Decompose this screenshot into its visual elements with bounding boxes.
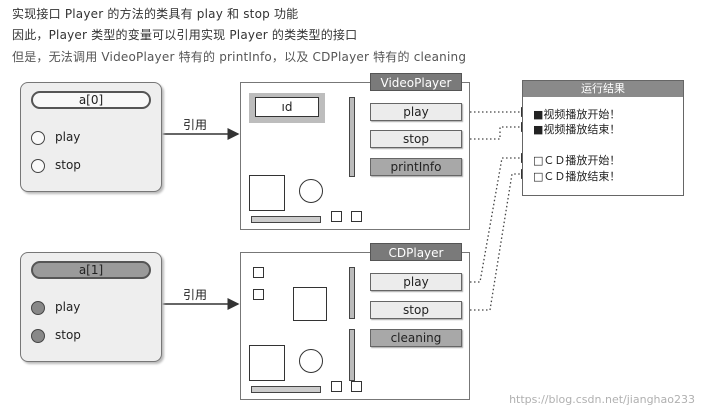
method-dot-stop — [31, 329, 45, 343]
method-label-play: play — [55, 300, 81, 314]
small-button-shape — [253, 289, 264, 300]
square-shape — [249, 345, 285, 381]
circle-shape — [299, 179, 323, 203]
result-line: □ＣＤ播放开始！ — [533, 154, 621, 167]
method-play: play — [370, 273, 462, 291]
small-button-shape — [351, 211, 362, 222]
small-button-shape — [351, 381, 362, 392]
output-line-cd-play — [462, 152, 532, 283]
small-button-shape — [331, 211, 342, 222]
method-printinfo: printInfo — [370, 158, 462, 176]
small-button-shape — [331, 381, 342, 392]
small-button-shape — [253, 267, 264, 278]
slider-bar — [349, 97, 355, 177]
caption-line-2: 因此，Player 类型的变量可以引用实现 Player 的类类型的接口 — [12, 28, 358, 42]
method-label-play: play — [55, 130, 81, 144]
caption-line-1: 实现接口 Player 的方法的类具有 play 和 stop 功能 — [12, 7, 299, 21]
method-stop: stop — [370, 130, 462, 148]
output-line-cd-stop — [462, 168, 532, 311]
reference-variable-box-2: a[1] play stop — [20, 252, 162, 362]
method-cleaning: cleaning — [370, 329, 462, 347]
square-shape — [249, 175, 285, 211]
method-stop: stop — [370, 301, 462, 319]
slider-bar — [349, 329, 355, 381]
result-line: □ＣＤ播放结束！ — [533, 170, 621, 183]
class-name-videoplayer: VideoPlayer — [370, 73, 462, 91]
method-dot-stop — [31, 159, 45, 173]
method-label-stop: stop — [55, 328, 81, 342]
result-line: ■视频播放开始！ — [533, 108, 621, 121]
variable-name-a0: a[0] — [31, 91, 151, 109]
method-play: play — [370, 103, 462, 121]
tray-bar — [251, 216, 321, 223]
reference-variable-box-1: a[0] play stop — [20, 82, 162, 192]
slider-bar — [349, 267, 355, 319]
screen-label: ıd — [255, 97, 319, 117]
result-title: 运行结果 — [523, 81, 683, 97]
square-shape — [293, 287, 327, 321]
method-label-stop: stop — [55, 158, 81, 172]
method-dot-play — [31, 131, 45, 145]
reference-label-2: 引用 — [183, 288, 208, 302]
tray-bar — [251, 386, 321, 393]
watermark: https://blog.csdn.net/jianghao233 — [509, 393, 695, 406]
output-line-video-stop — [462, 121, 532, 140]
result-panel: 运行结果 ■视频播放开始！ ■视频播放结束！ □ＣＤ播放开始！ □ＣＤ播放结束！ — [522, 80, 684, 196]
class-name-cdplayer: CDPlayer — [370, 243, 462, 261]
caption-line-3: 但是，无法调用 VideoPlayer 特有的 printInfo，以及 CDP… — [12, 50, 467, 64]
variable-name-a1: a[1] — [31, 261, 151, 279]
reference-label-1: 引用 — [183, 118, 208, 132]
method-dot-play — [31, 301, 45, 315]
result-line: ■视频播放结束！ — [533, 123, 621, 136]
circle-shape — [299, 349, 323, 373]
